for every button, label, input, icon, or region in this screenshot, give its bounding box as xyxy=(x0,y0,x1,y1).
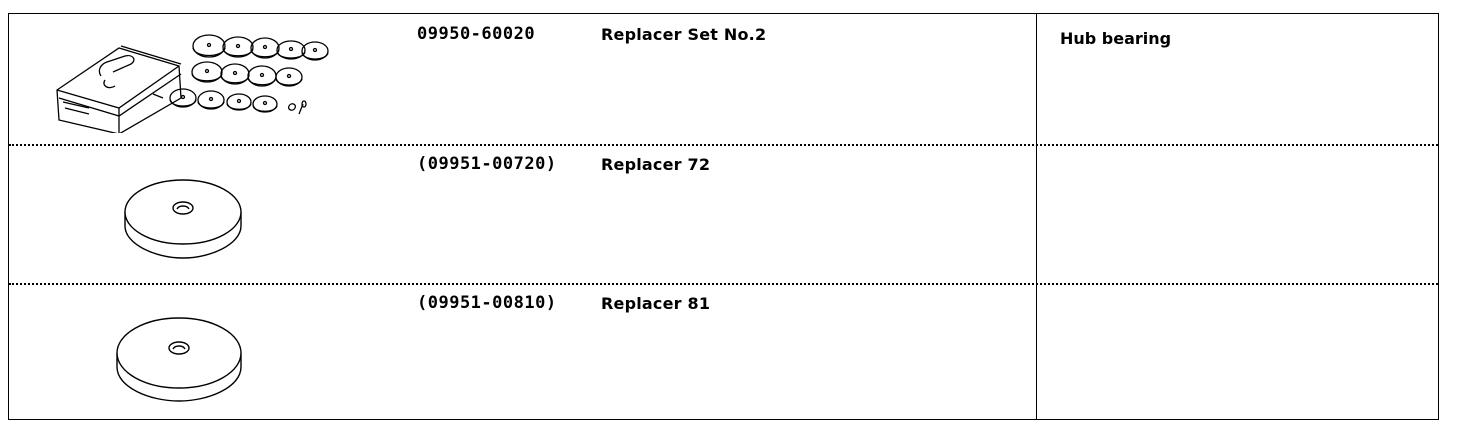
tool-row: 09950-60020 Replacer Set No.2 Hub bearin… xyxy=(9,14,1438,144)
tool-name: Replacer Set No.2 xyxy=(601,25,767,44)
tool-row: (09951-00810) Replacer 81 xyxy=(9,283,1438,419)
replacer-disc-icon xyxy=(121,176,245,262)
part-number: 09950-60020 xyxy=(417,24,536,44)
row-separator xyxy=(9,283,1438,285)
tool-name: Replacer 72 xyxy=(601,155,711,174)
usage-text: Hub bearing xyxy=(1060,29,1172,48)
tool-name: Replacer 81 xyxy=(601,294,711,313)
replacer-set-case-icon xyxy=(49,28,339,133)
column-divider xyxy=(1036,14,1037,419)
row-separator xyxy=(9,144,1438,146)
replacer-disc-icon xyxy=(113,313,245,405)
part-number: (09951-00810) xyxy=(417,293,557,313)
tool-row: (09951-00720) Replacer 72 xyxy=(9,144,1438,283)
part-number: (09951-00720) xyxy=(417,154,557,174)
tool-table: 09950-60020 Replacer Set No.2 Hub bearin… xyxy=(8,13,1439,420)
